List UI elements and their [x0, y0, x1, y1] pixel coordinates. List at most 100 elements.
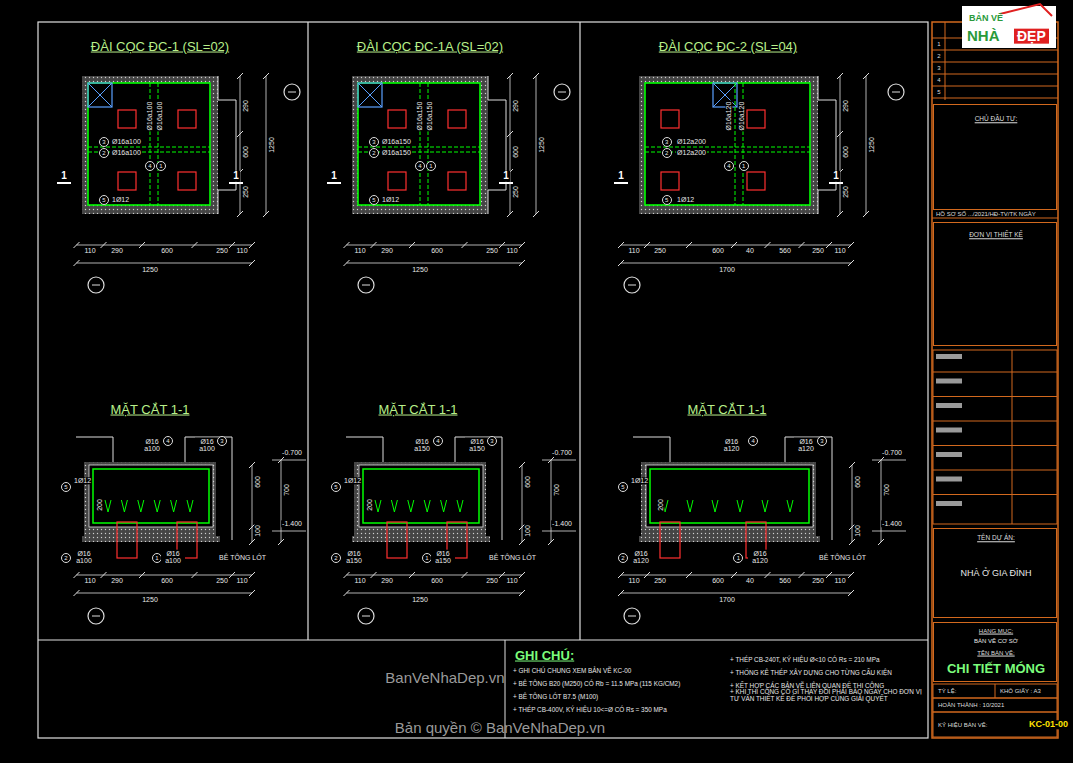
title-block-text: HOÀN THÀNH : 10/2021	[937, 702, 1005, 708]
drawing-panel: ĐÀI CỌC ĐC-1A (SL=02)MẶT CẮT 1-1	[308, 24, 580, 640]
dimension-tick	[278, 539, 284, 545]
panel-divider	[38, 639, 928, 640]
dimension-line	[852, 465, 853, 542]
dimension: 600	[160, 247, 174, 254]
dimension: 250	[653, 247, 667, 254]
pile-head	[117, 522, 137, 558]
heading-text: ĐÀI CỌC ĐC-1A (SL=02)	[357, 40, 503, 55]
column-hatch	[713, 83, 737, 107]
starter-bar	[138, 500, 144, 512]
pile-square	[448, 110, 466, 128]
starter-bar	[187, 500, 193, 512]
starter-bar	[121, 500, 127, 512]
elevation-line	[542, 460, 576, 461]
dimension-tick	[848, 242, 854, 248]
logo-text: BẢN VẼ	[968, 14, 1004, 23]
dimension-tick	[74, 572, 80, 578]
pile-square	[178, 110, 196, 128]
rebar-label: Ø16a150	[416, 101, 423, 132]
axis-tick	[558, 92, 566, 93]
dimension-tick	[848, 572, 854, 578]
column-hatch	[713, 83, 737, 107]
rebar-label: Ø16 a150	[342, 550, 366, 565]
dimension-tick	[507, 73, 513, 79]
dimension: 250	[242, 185, 249, 199]
dimension: 1250	[868, 136, 875, 154]
dimension-tick	[74, 590, 80, 596]
title-block-row	[932, 218, 1058, 219]
notes-box: GHI CHÚ:+ GHI CHÚ CHUNG XEM BẢN VẼ KC-00…	[40, 640, 928, 738]
starter-bar	[408, 500, 414, 512]
pile-square	[661, 172, 679, 190]
title-block-row	[933, 712, 1057, 737]
body-text: + THÉP CB-400V, KÝ HIỆU 10<=Ø CÓ Rs = 35…	[513, 706, 667, 713]
logo-roof	[1000, 4, 1052, 16]
callout-number: 1	[426, 161, 436, 171]
callout-number: 3	[217, 436, 227, 446]
dimension: 110	[83, 247, 96, 254]
dimension-line	[281, 460, 282, 542]
watermark: BanVeNhaDep.vn	[384, 670, 505, 686]
concrete-hatch	[641, 462, 816, 540]
title-block-frame	[932, 22, 1058, 738]
title-block-text: TỶ LỆ:	[937, 688, 957, 694]
column-hatch	[88, 83, 112, 107]
dimension-tick	[263, 211, 269, 217]
dimension: 110	[833, 577, 846, 584]
rebar-line	[150, 83, 151, 205]
dimension-tick	[799, 242, 805, 248]
rebar-line	[743, 83, 744, 205]
axis-circle	[284, 84, 300, 100]
dimension: 100	[254, 524, 261, 538]
column-hatch	[88, 83, 112, 107]
dimension: 250	[653, 577, 667, 584]
rebar-line	[358, 147, 480, 148]
dimension-tick	[826, 242, 832, 248]
dimension: -1.400	[551, 520, 573, 527]
dimension: 290	[512, 99, 519, 113]
pile-square	[388, 172, 406, 190]
elevation-line	[272, 531, 306, 532]
revision-number: 2	[936, 53, 941, 59]
lean-concrete	[82, 536, 220, 542]
concrete-hatch	[354, 462, 486, 540]
revision-number: 5	[936, 89, 941, 95]
revision-row	[932, 74, 1058, 75]
dimension-tick	[533, 211, 539, 217]
dimension: -1.400	[281, 520, 303, 527]
dimension-tick	[74, 260, 80, 266]
body-text: + THỐNG KÊ THÉP XÂY DỰNG CHO TỪNG CẤU KI…	[730, 669, 892, 676]
dimension-tick	[101, 572, 107, 578]
starter-bar	[737, 500, 743, 512]
dimension-line	[621, 245, 851, 246]
dimension-line	[347, 263, 523, 264]
body-text: + BÊ TÔNG LÓT B7.5 (M100)	[513, 693, 598, 700]
dimension-tick	[249, 572, 255, 578]
rebar-line	[88, 152, 210, 153]
axis-tick	[92, 285, 100, 286]
revision-column	[945, 22, 946, 100]
rebar-line	[645, 152, 810, 153]
logo-text: ĐẸP	[1014, 29, 1049, 44]
dimension: 250	[512, 185, 519, 199]
dimension-tick	[849, 462, 855, 468]
heading-text: TÊN DỰ ÁN:	[977, 534, 1015, 541]
blurred-name	[936, 452, 962, 457]
callout-number: 3	[817, 436, 827, 446]
starter-bar	[762, 500, 768, 512]
callout-number: 5	[331, 482, 341, 492]
rebar-label: Ø16a100	[111, 149, 142, 156]
dimension-line	[881, 460, 882, 542]
body-text: MẶT CẮT 1-1	[688, 403, 767, 418]
callout-number: 5	[618, 482, 628, 492]
sheet-frame	[38, 22, 928, 738]
dimension-tick	[519, 260, 525, 266]
signature-row	[933, 445, 1057, 446]
body-text: + THÉP CB-240T, KÝ HIỆU Ø<10 CÓ Rs = 210…	[730, 656, 879, 663]
starter-bar	[391, 500, 397, 512]
rebar-label: 1Ø12	[343, 477, 362, 484]
title-block-cell: ĐƠN VỊ THIẾT KẾ	[933, 222, 1057, 346]
rebar-label: Ø16 a150	[465, 438, 489, 453]
callout-number: 1	[739, 161, 749, 171]
